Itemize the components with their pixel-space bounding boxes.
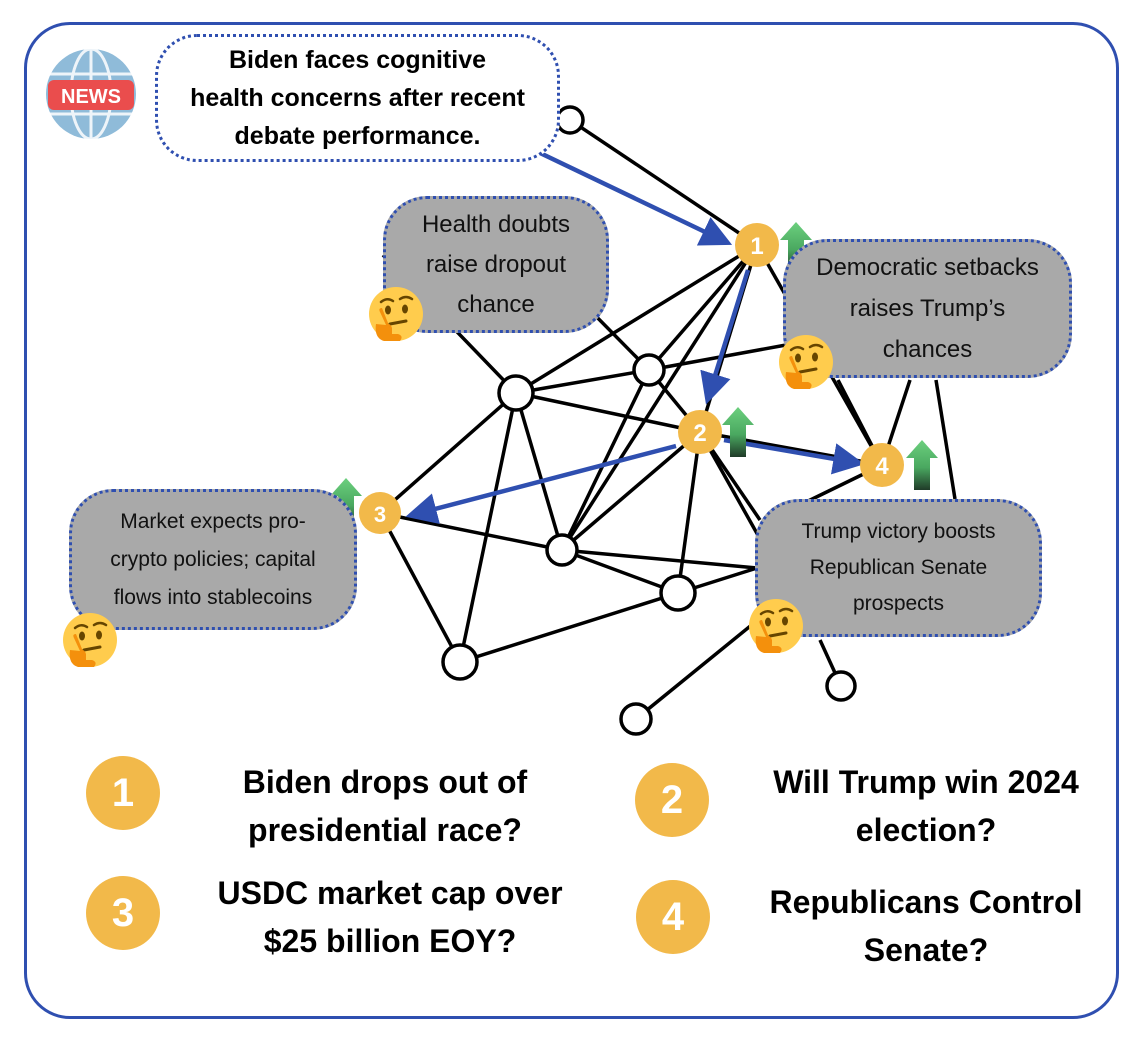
market-node-4: 4 [860,443,904,487]
up-arrow-icon [906,440,938,490]
legend-question-4: Republicans Control Senate? [769,884,1083,968]
legend-question-3: USDC market cap over $25 billion EOY? [217,875,563,959]
news-headline: Biden faces cognitive health concerns af… [190,46,525,150]
legend-number-2: 2 [635,763,709,837]
market-node-label: 1 [750,233,763,260]
market-node-label: 2 [693,420,706,447]
legend-number-1: 1 [86,756,160,830]
reasoning-text: Health doubts raise dropout chance [421,210,571,318]
reasoning-bubble-3: Market expects pro- crypto policies; cap… [69,489,357,630]
market-node-label: 4 [875,453,889,480]
reasoning-bubble-1: Health doubts raise dropout chance [383,196,609,333]
propagation-arrows [405,149,865,524]
news-globe-icon: NEWS [46,47,136,141]
market-node-3: 3 [359,492,401,534]
market-node-2: 2 [678,410,722,454]
diagram-frame [24,22,1119,1019]
reasoning-bubble-2: Democratic setbacks raises Trump’s chanc… [783,239,1072,378]
reasoning-text: Democratic setbacks raises Trump’s chanc… [816,254,1039,363]
market-node-label: 3 [374,502,386,527]
graph-nodes [441,105,857,736]
legend-question-2: Will Trump win 2024 election? [773,764,1079,848]
legend-question-1: Biden drops out of presidential race? [242,764,528,848]
legend-number-4: 4 [636,880,710,954]
news-icon-label: NEWS [61,86,121,108]
news-headline-bubble: Biden faces cognitive health concerns af… [155,34,560,162]
market-node-1: 1 [735,223,779,267]
reasoning-text: Trump victory boosts Republican Senate p… [801,520,996,615]
legend-number-3: 3 [86,876,160,950]
up-arrow-icon [722,407,754,457]
reasoning-bubble-4: Trump victory boosts Republican Senate p… [755,499,1042,637]
reasoning-text: Market expects pro- crypto policies; cap… [110,509,316,609]
